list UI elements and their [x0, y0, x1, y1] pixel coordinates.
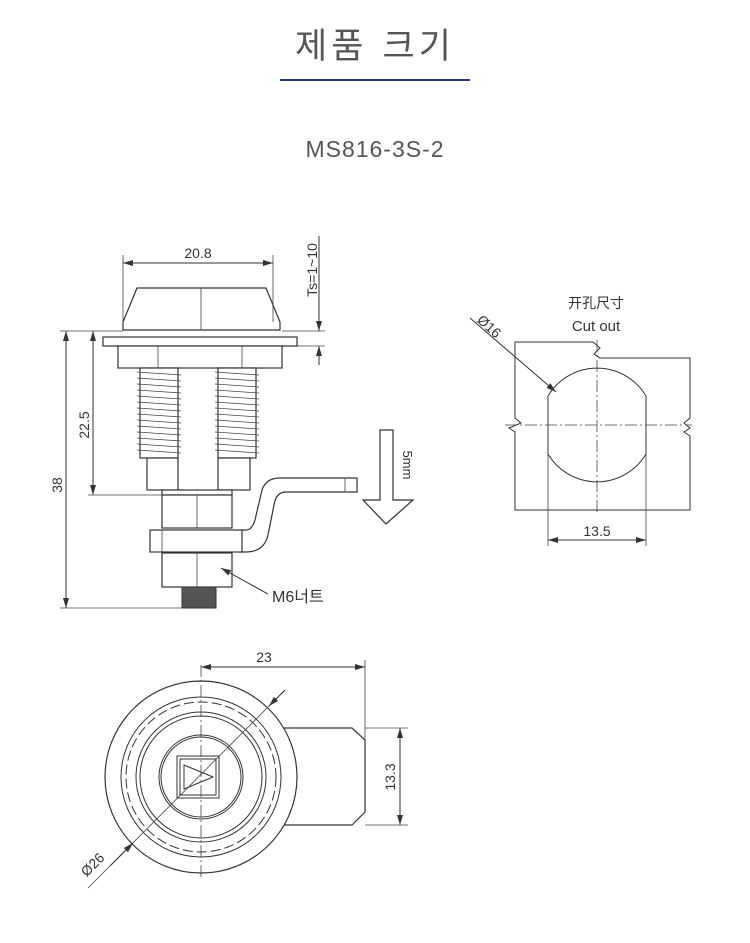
- spring-coil: [136, 407, 182, 412]
- spring-right: [217, 367, 257, 459]
- dim-cam-width: 13.3: [382, 763, 398, 790]
- dim-body: 22.5: [76, 411, 92, 438]
- cam-plate: [149, 529, 243, 553]
- model-number: MS816-3S-2: [305, 136, 445, 162]
- leg-right: [217, 457, 251, 491]
- spring-coil: [214, 377, 260, 382]
- spring-coil: [136, 371, 182, 376]
- spring-coil: [136, 419, 182, 424]
- cutout-panel: [507, 341, 691, 511]
- nut-label: M6너트: [272, 588, 324, 606]
- spring-coil: [136, 383, 182, 388]
- spring-coil: [214, 425, 260, 430]
- spring-coil: [214, 431, 260, 436]
- body-hex: [117, 345, 283, 369]
- spring-coil: [214, 449, 260, 454]
- spring-coil: [136, 449, 182, 454]
- dim-front-diameter: Ø26: [77, 849, 107, 879]
- spring-coil: [214, 395, 260, 400]
- cutout-label-cn: 开孔尺寸: [568, 295, 624, 311]
- spring-coil: [136, 377, 182, 382]
- spring-coil: [136, 437, 182, 442]
- flange-plate: [102, 336, 298, 347]
- spring-coil: [214, 437, 260, 442]
- spring-coil: [214, 407, 260, 412]
- spring-coil: [214, 413, 260, 418]
- dim-cam-reach: 23: [256, 649, 272, 665]
- front-view: 23 13.3 Ø26: [77, 649, 408, 889]
- spring-coil: [214, 383, 260, 388]
- dim-total: 38: [49, 477, 65, 493]
- dim-flat: 13.5: [583, 523, 610, 539]
- spring-coil: [214, 419, 260, 424]
- page-title: 제품 크기: [295, 27, 455, 67]
- spring-coil: [214, 401, 260, 406]
- thread-stub: [181, 586, 217, 609]
- spring-coil: [136, 395, 182, 400]
- cam-arm: [239, 477, 358, 553]
- title-underline: [280, 79, 470, 81]
- spring-coil: [136, 401, 182, 406]
- dim-thickness: Ts=1~10: [304, 243, 320, 297]
- spring-coil: [136, 389, 182, 394]
- cutout-label-en: Cut out: [572, 318, 621, 335]
- spring-coil: [214, 389, 260, 394]
- spring-coil: [136, 431, 182, 436]
- dim-cutout-diameter: Ø16: [474, 311, 505, 341]
- spring-coil: [214, 371, 260, 376]
- spring-coil: [136, 443, 182, 448]
- side-view: 20.8 Ts=1~10 22.5 38 5mm M6너트: [49, 236, 415, 609]
- key-square: [176, 755, 220, 799]
- spring-coil: [136, 425, 182, 430]
- travel-label: 5mm: [400, 451, 415, 480]
- dim-head-width: 20.8: [184, 245, 211, 261]
- travel-arrow-icon: [361, 429, 415, 525]
- spring-coil: [214, 443, 260, 448]
- spring-coil: [136, 413, 182, 418]
- leg-left: [146, 457, 179, 491]
- key-triangle-icon: [183, 764, 215, 790]
- cutout-view: 13.5 Ø16 开孔尺寸 Cut out: [469, 295, 692, 546]
- lock-head: [122, 287, 281, 331]
